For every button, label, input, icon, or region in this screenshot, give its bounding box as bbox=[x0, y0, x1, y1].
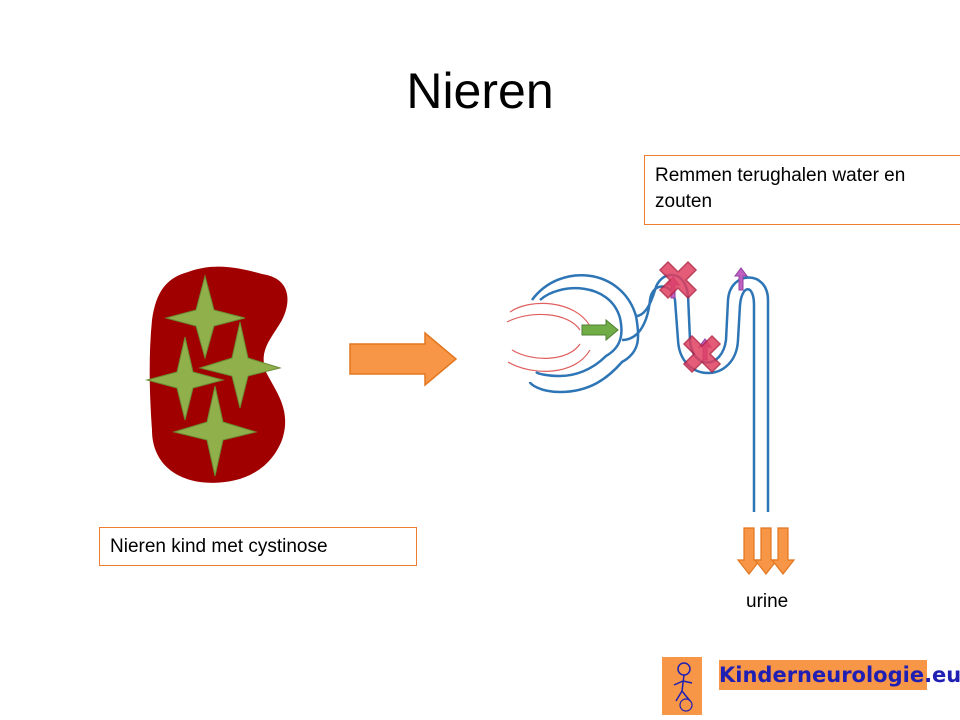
kidney-label: Nieren kind met cystinose bbox=[110, 536, 328, 557]
inhibition-label-box: Remmen terughalen water en zouten bbox=[644, 155, 960, 225]
glomerulus bbox=[506, 302, 591, 372]
logo-text[interactable]: Kinderneurologie.eu bbox=[719, 660, 960, 690]
crystal-star bbox=[145, 336, 225, 421]
inhibition-cross bbox=[658, 260, 722, 374]
crystal-star bbox=[172, 385, 258, 477]
urine-arrows bbox=[736, 527, 796, 575]
slide-title: Nieren bbox=[406, 63, 554, 119]
kidney-illustration bbox=[145, 266, 288, 483]
crystal-star bbox=[164, 274, 246, 360]
filtration-arrow bbox=[581, 318, 619, 342]
inhibition-label: Remmen terughalen water en zouten bbox=[655, 165, 906, 212]
nephron-tubule bbox=[528, 273, 770, 512]
crystal-star bbox=[198, 321, 282, 409]
kidney-label-box: Nieren kind met cystinose bbox=[99, 527, 417, 566]
right-arrow bbox=[349, 331, 458, 387]
child-figure-icon bbox=[662, 657, 702, 715]
urine-label: urine bbox=[746, 591, 789, 612]
